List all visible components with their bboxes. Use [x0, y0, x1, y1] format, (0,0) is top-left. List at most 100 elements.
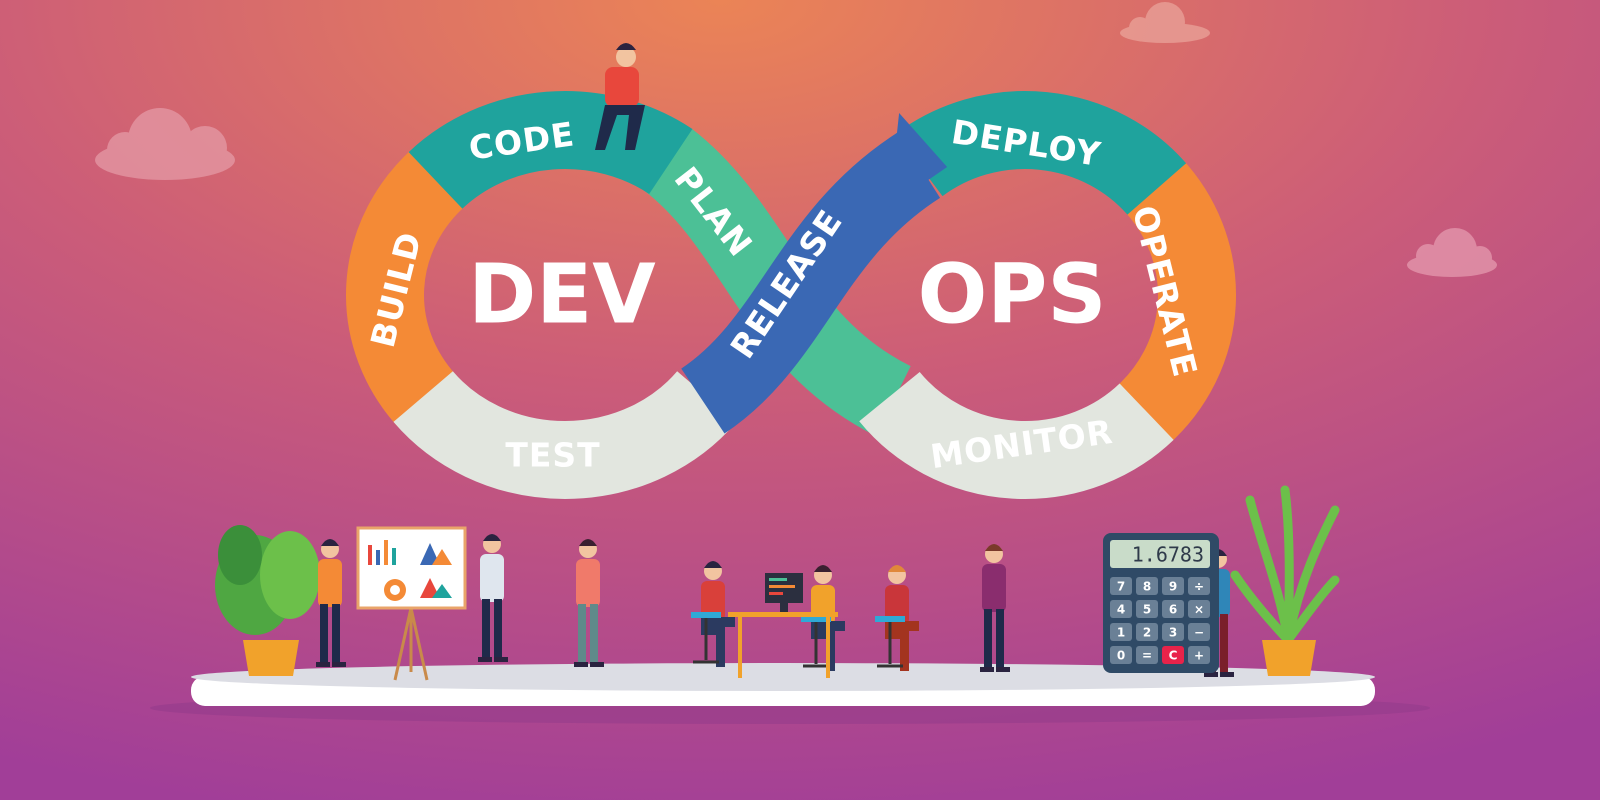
calculator-key: [1136, 646, 1158, 664]
calculator-key: [1136, 600, 1158, 618]
hair: [321, 539, 339, 546]
calculator-key: [1188, 600, 1210, 618]
chair-seat: [691, 612, 721, 618]
torso: [318, 559, 342, 607]
shoe: [494, 657, 508, 662]
calculator-key: [1162, 600, 1184, 618]
calculator-key: [1110, 600, 1132, 618]
calculator-key-label: −: [1194, 626, 1204, 640]
calculator-key-label: 5: [1143, 603, 1151, 617]
plant-right: [1230, 485, 1340, 676]
calculator-key-label: ÷: [1194, 580, 1204, 594]
calculator-key-label: +: [1194, 649, 1204, 663]
leg: [590, 604, 598, 664]
shoe: [1204, 672, 1218, 677]
person-with-phone: [574, 539, 604, 667]
calculator-key-label: =: [1142, 649, 1152, 663]
hair: [704, 561, 722, 568]
shoe: [980, 667, 994, 672]
shoe: [316, 662, 330, 667]
calculator-key: [1110, 577, 1132, 595]
hair: [483, 534, 501, 541]
presentation-board: [356, 526, 467, 681]
desk-with-computer: [728, 573, 838, 678]
person-sitting-on-loop: [595, 43, 645, 150]
calculator-key-label: 1: [1117, 626, 1125, 640]
release-band: [680, 132, 941, 434]
calculator-key-label: 0: [1117, 649, 1125, 663]
cloud-top-right: [1120, 2, 1210, 43]
calculator-key-label: 4: [1117, 603, 1125, 617]
calculator-keypad: 7 8 9 ÷ 4 5 6 × 1 2 3 − 0 = C +: [1110, 577, 1210, 664]
torso: [701, 581, 725, 621]
hair: [579, 539, 597, 546]
leg: [996, 609, 1004, 669]
shoe: [478, 657, 492, 662]
operate-band: [1115, 157, 1236, 445]
calculator-key: [1136, 577, 1158, 595]
platform: [150, 663, 1430, 724]
plant-left: [215, 525, 320, 676]
calculator-key: [1162, 577, 1184, 595]
person-seated-left: [691, 561, 735, 667]
calculator-key: [1188, 623, 1210, 641]
leg: [984, 609, 992, 669]
torso: [480, 554, 504, 602]
hair: [888, 565, 906, 572]
dev-title: DEV: [468, 247, 656, 342]
shoe: [590, 662, 604, 667]
leg: [332, 604, 340, 664]
shoe: [996, 667, 1010, 672]
calculator-key: [1136, 623, 1158, 641]
calculator-key: [1162, 646, 1184, 664]
code-band: [408, 91, 693, 210]
torso: [576, 559, 600, 607]
calculator-key: [1162, 623, 1184, 641]
calculator-key-label: 2: [1143, 626, 1151, 640]
cloud-right: [1407, 228, 1497, 277]
leg: [494, 599, 502, 659]
cloud-left: [95, 108, 235, 180]
hair: [985, 544, 1003, 551]
monitor-band: [859, 371, 1174, 499]
calculator-key: [1188, 577, 1210, 595]
shoe: [574, 662, 588, 667]
calculator-key-label: 6: [1169, 603, 1177, 617]
calculator-key-label: 9: [1169, 580, 1177, 594]
calculator-key: [1110, 646, 1132, 664]
leg: [1220, 614, 1228, 674]
shoe: [332, 662, 346, 667]
calculator: 1.6783 7 8 9 ÷ 4 5 6 × 1 2 3 − 0 = C +: [1103, 533, 1219, 673]
legs: [885, 621, 919, 671]
leg: [320, 604, 328, 664]
calculator-key-label: 8: [1143, 580, 1151, 594]
person-seated-right: [875, 565, 919, 671]
leg: [578, 604, 586, 664]
build-band: [346, 147, 467, 428]
deploy-band: [895, 91, 1187, 216]
calculator-key-label: C: [1169, 649, 1178, 663]
torso: [982, 564, 1006, 612]
hair: [814, 565, 832, 572]
calculator-key: [1188, 646, 1210, 664]
chair-seat: [801, 616, 831, 622]
calculator-key-label: 7: [1117, 580, 1125, 594]
leg: [482, 599, 490, 659]
person-walking: [980, 544, 1010, 672]
release-arrow-head: [889, 112, 948, 207]
calculator-display: 1.6783: [1132, 543, 1204, 567]
calculator-key: [1110, 623, 1132, 641]
torso: [885, 585, 909, 625]
calculator-key-label: ×: [1194, 603, 1204, 617]
chair-seat: [875, 616, 905, 622]
shoe: [1220, 672, 1234, 677]
stage-test: TEST: [505, 436, 600, 475]
calculator-key-label: 3: [1169, 626, 1177, 640]
person-presenter: [316, 539, 346, 667]
person-with-board: [478, 534, 508, 662]
legs: [701, 617, 735, 667]
ops-title: OPS: [918, 247, 1107, 342]
devops-infinity-loop: [346, 91, 1236, 499]
test-band: [393, 370, 737, 499]
